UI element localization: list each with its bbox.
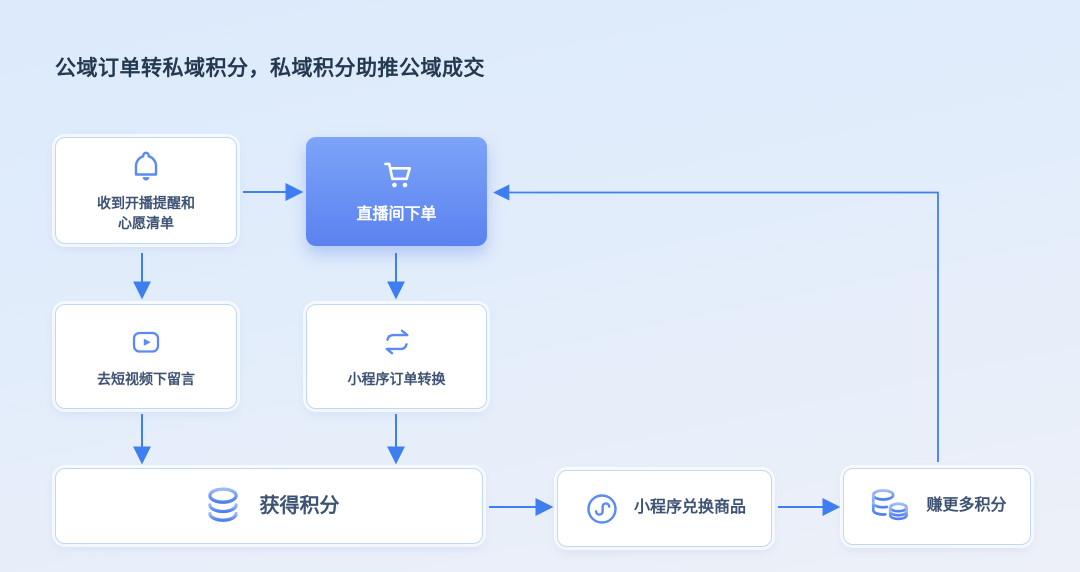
node-video-comment: 去短视频下留言 [55, 304, 237, 409]
coin-stacks-icon [872, 488, 909, 520]
node-label: 小程序订单转换 [347, 370, 446, 387]
node-redeem-goods: 小程序兑换商品 [557, 470, 772, 547]
node-notify: 收到开播提醒和 心愿清单 [55, 137, 237, 244]
node-live-order: 直播间下单 [306, 137, 487, 246]
swap-arrows-icon [385, 329, 408, 355]
node-label: 收到开播提醒和 心愿清单 [97, 194, 195, 231]
node-earn-points: 获得积分 [55, 468, 483, 544]
video-play-icon [132, 331, 160, 353]
node-label: 小程序兑换商品 [633, 499, 746, 517]
node-label: 直播间下单 [356, 206, 437, 224]
page-title: 公域订单转私域积分，私域积分助推公域成交 [55, 57, 485, 80]
node-label: 获得积分 [259, 495, 340, 517]
node-order-convert: 小程序订单转换 [306, 304, 487, 409]
node-label: 去短视频下留言 [97, 370, 195, 387]
bell-icon [134, 151, 158, 181]
node-more-points: 赚更多积分 [843, 468, 1031, 545]
coins-icon [207, 487, 238, 522]
node-label: 赚更多积分 [926, 497, 1007, 515]
edge-morepoints-to-liveorder [493, 184, 939, 462]
cart-icon [383, 162, 411, 188]
miniprogram-icon [587, 493, 617, 524]
